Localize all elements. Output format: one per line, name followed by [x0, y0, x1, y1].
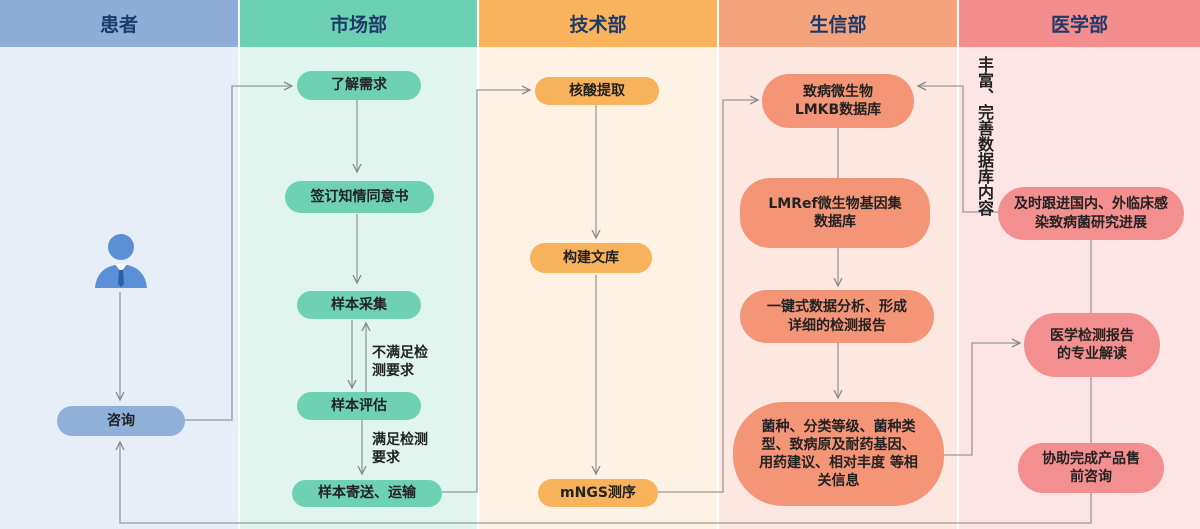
consult-node: 咨询	[57, 406, 185, 436]
not-meet-label: 不满足检测要求	[372, 345, 428, 380]
mngs-seq-node: mNGS测序	[538, 479, 658, 507]
nucleic-extract-node: 核酸提取	[535, 77, 659, 105]
header-tech: 技术部	[479, 0, 717, 47]
sample-eval-node: 样本评估	[297, 392, 421, 420]
understand-needs-node: 了解需求	[297, 71, 421, 100]
header-market: 市场部	[240, 0, 477, 47]
one-click-node: 一键式数据分析、形成详细的检测报告	[740, 290, 934, 343]
header-patient: 患者	[0, 0, 238, 47]
results-node: 菌种、分类等级、菌种类型、致病原及耐药基因、用药建议、相对丰度 等相关信息	[733, 402, 944, 506]
build-library-node: 构建文库	[530, 243, 652, 273]
meet-label: 满足检测要求	[372, 432, 428, 467]
person-avatar-icon	[91, 232, 151, 290]
medical-lane	[959, 0, 1200, 529]
header-bioinfo: 生信部	[719, 0, 957, 47]
interpret-node: 医学检测报告的专业解读	[1024, 313, 1160, 377]
sample-ship-node: 样本寄送、运输	[292, 480, 442, 507]
track-progress-node: 及时跟进国内、外临床感染致病菌研究进展	[998, 187, 1184, 240]
enrich-db-label: 丰富、完善数据库内容	[975, 56, 994, 216]
sign-consent-node: 签订知情同意书	[285, 181, 434, 213]
lmkb-db-node: 致病微生物LMKB数据库	[762, 74, 914, 128]
lmref-db-node: LMRef微生物基因集数据库	[740, 178, 930, 248]
header-medical: 医学部	[959, 0, 1200, 47]
sample-collect-node: 样本采集	[297, 291, 421, 319]
presale-node: 协助完成产品售前咨询	[1018, 443, 1164, 493]
